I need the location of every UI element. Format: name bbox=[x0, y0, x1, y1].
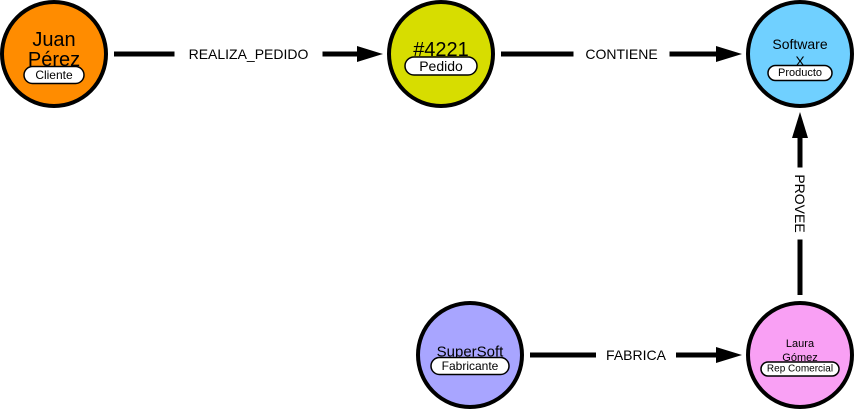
node-type-label: Cliente bbox=[35, 68, 73, 82]
edge-label: PROVEE bbox=[792, 174, 808, 232]
edge-label-background bbox=[596, 345, 676, 365]
edge-provee: PROVEE bbox=[790, 112, 810, 295]
edges-layer: REALIZA_PEDIDO CONTIENE FABRICA PROVEE bbox=[114, 44, 810, 365]
arrowhead-icon bbox=[716, 347, 742, 363]
edge-fabrica: FABRICA bbox=[530, 345, 742, 365]
node-type-badge bbox=[767, 64, 833, 82]
arrowhead-icon bbox=[357, 46, 383, 62]
node-type-label: Pedido bbox=[419, 58, 463, 74]
node-name-line: #4221 bbox=[413, 39, 469, 61]
node-type-badge bbox=[430, 356, 510, 376]
node-circle[interactable] bbox=[416, 301, 524, 409]
arrowhead-icon bbox=[716, 46, 742, 62]
node-type-label: Fabricante bbox=[442, 359, 499, 373]
node-name-line: Laura bbox=[786, 338, 815, 350]
node-type-badge bbox=[23, 65, 85, 85]
edge-label-background bbox=[573, 44, 670, 64]
edge-label-background bbox=[174, 44, 323, 64]
edge-label-background bbox=[790, 167, 810, 240]
arrowhead-icon bbox=[792, 112, 808, 138]
edge-label: REALIZA_PEDIDO bbox=[189, 46, 309, 62]
node-circle[interactable] bbox=[387, 0, 495, 108]
node-name-line: SuperSoft bbox=[437, 344, 505, 361]
edge-contiene: CONTIENE bbox=[501, 44, 742, 64]
node-type-label: Producto bbox=[778, 67, 822, 79]
edge-label: CONTIENE bbox=[585, 46, 657, 62]
node-type-badge bbox=[760, 361, 840, 377]
node-name-line: Gómez bbox=[782, 352, 817, 364]
edge-label: FABRICA bbox=[606, 347, 667, 363]
node-name-line: Software bbox=[772, 36, 827, 52]
node-circle[interactable] bbox=[746, 301, 854, 409]
node-name-line: X bbox=[795, 53, 805, 69]
edge-realiza_pedido: REALIZA_PEDIDO bbox=[114, 44, 383, 64]
node-name-line: Juan bbox=[32, 29, 75, 51]
node-type-label: Rep Comercial bbox=[767, 364, 833, 375]
node-name-line: Pérez bbox=[28, 49, 80, 71]
node-type-badge bbox=[404, 56, 478, 76]
